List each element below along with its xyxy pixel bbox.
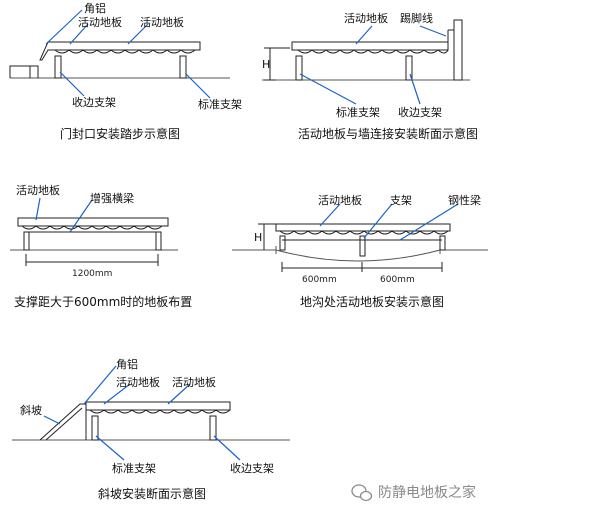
watermark: 防静电地板之家 [351,484,476,502]
standard-support [91,415,99,441]
panel-ribs [89,409,231,414]
leader-line [69,199,93,233]
leader-line [95,435,125,461]
leader-line [399,203,459,241]
wall [453,19,463,81]
leader-line [69,23,89,45]
standard-support-label: 标准支架 [336,105,380,119]
floor-label: 活动地板 [140,15,184,29]
trench-profile [232,249,488,262]
leader-line [103,383,131,405]
height-label: H [262,58,270,71]
leader-line [59,71,85,97]
leader-line [409,73,421,105]
leader-line [299,73,357,105]
panel-ribs [21,225,163,230]
leader-line [167,383,191,405]
caption: 支撑距大于600mm时的地板布置 [14,294,192,309]
floor-panel [85,401,231,411]
caption: 活动地板与墙连接安装断面示意图 [298,126,478,141]
support-pedestal [155,231,162,251]
standard-support-label: 标准支架 [198,97,242,111]
leader-line [363,203,393,239]
floor-label: 活动地板 [172,375,216,389]
leader-line [355,25,373,45]
span-label: 1200mm [72,269,112,279]
leader-line [419,25,447,37]
beam-layout-diagram: 活动地板 增强横梁 1200mm 支撑距大于600mm时的地板布置 [10,183,192,309]
caption: 门封口安装踏步示意图 [60,126,180,141]
height-label: H [254,231,262,244]
standard-support [295,55,303,81]
leader-line [43,415,61,425]
edge-support-label: 收边支架 [398,105,442,119]
watermark-text: 防静电地板之家 [378,484,476,501]
span-label: 600mm [380,275,415,285]
edge-support [209,415,217,441]
edge-support-label: 收边支架 [230,461,274,475]
panel-ribs [54,49,196,54]
corner-aluminum-label: 角铝 [116,357,138,371]
slope-ramp [45,407,83,441]
step-block [9,65,31,78]
floor-label: 活动地板 [116,375,160,389]
edge-support-label: 收边支架 [72,95,116,109]
steel-beam-label: 钢性梁 [448,193,481,207]
floor-panel [17,217,169,227]
support-pedestal [359,235,366,257]
edge-support [54,55,62,79]
trench-diagram: H 活动地板 支架 钢性梁 600mm 600mm 地沟处活动地板安装示意图 [232,193,488,309]
floor-panel [275,223,451,232]
leader-line [319,203,341,227]
standard-support-label: 标准支架 [112,461,156,475]
wall-connection-diagram: H 活动地板 踢脚线 标准支架 收边支架 活动地板与墙连接安装断面示意图 [262,11,478,141]
standard-support [179,55,187,79]
floor-label: 活动地板 [78,15,122,29]
caption: 斜坡安装断面示意图 [98,486,206,501]
door-step-diagram: 角铝 活动地板 活动地板 收边支架 标准支架 门封口安装踏步示意图 [9,1,242,141]
floor-label: 活动地板 [318,193,362,207]
leader-line [45,9,83,45]
corner-aluminum-label: 角铝 [84,1,106,15]
panel-ribs [297,49,449,54]
floor-label: 活动地板 [344,11,388,25]
floor-panel [291,41,449,51]
leader-line [127,23,149,45]
leader-line [213,435,241,461]
support-pedestal [439,235,446,251]
beam-label: 增强横梁 [90,191,134,205]
support-pedestal [23,231,30,251]
leader-line [83,365,117,405]
support-pedestal [279,235,286,251]
slope-diagram: 角铝 活动地板 活动地板 斜坡 标准支架 收边支架 斜坡安装断面示意图 [12,357,290,501]
support-label: 支架 [390,194,412,207]
panel-ribs [279,230,449,235]
step-block [30,65,39,78]
floor-panel [39,41,201,61]
caption: 地沟处活动地板安装示意图 [300,294,444,309]
skirting-label: 踢脚线 [400,11,433,25]
leader-line [185,73,211,99]
leader-line [35,197,41,221]
wechat-icon [351,484,373,502]
span-label: 600mm [302,275,337,285]
slope-ramp [39,403,87,441]
edge-support [405,55,413,81]
slope-label: 斜坡 [20,404,42,417]
floor-label: 活动地板 [16,183,60,197]
